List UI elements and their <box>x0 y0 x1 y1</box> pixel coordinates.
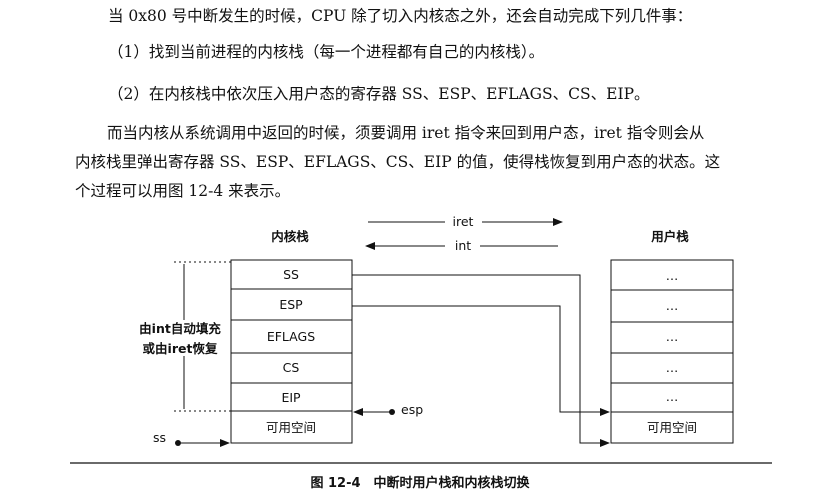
kernel-cell-esp: ESP <box>279 297 303 312</box>
user-cell-4: … <box>666 360 679 375</box>
esp-connector <box>352 305 610 416</box>
user-cell-1: … <box>666 268 679 283</box>
list-item-2: （2）在内核栈中依次压入用户态的寄存器 SS、ESP、EFLAGS、CS、EIP… <box>108 85 650 103</box>
user-cell-5: … <box>666 389 679 404</box>
iret-arrow: iret <box>368 214 563 229</box>
kernel-cell-eip: EIP <box>281 390 301 405</box>
ss-connector <box>352 274 610 447</box>
paragraph-iret-line-1: 而当内核从系统调用中返回的时候，须要调用 iret 指令来回到用户态，iret … <box>107 124 705 142</box>
kernel-cell-eflags: EFLAGS <box>267 329 315 344</box>
ss-label: ss <box>153 430 166 445</box>
ss-pointer: ss <box>153 430 230 447</box>
paragraph-iret-line-2: 内核栈里弹出寄存器 SS、ESP、EFLAGS、CS、EIP 的值，使得栈恢复到… <box>75 153 721 171</box>
figure-caption: 图 12-4 中断时用户栈和内核栈切换 <box>310 476 530 491</box>
user-cell-3: … <box>666 329 679 344</box>
esp-label: esp <box>401 402 423 417</box>
user-cell-free: 可用空间 <box>647 420 697 435</box>
brace: 由int自动填充 或由iret恢复 <box>139 261 231 412</box>
user-stack: … … … … … 可用空间 <box>610 259 734 444</box>
kernel-cell-free: 可用空间 <box>266 420 316 435</box>
user-stack-title: 用户栈 <box>650 229 689 244</box>
kernel-stack: SS ESP EFLAGS CS EIP 可用空间 <box>230 259 353 444</box>
esp-pointer: esp <box>353 402 423 417</box>
int-label: int <box>455 238 471 253</box>
paragraph-iret-line-3: 个过程可以用图 12-4 来表示。 <box>75 182 291 200</box>
paragraph-iret: 而当内核从系统调用中返回的时候，须要调用 iret 指令来回到用户态，iret … <box>75 119 815 206</box>
brace-label-line-1: 由int自动填充 <box>139 321 221 336</box>
list-item-1: （1）找到当前进程的内核栈（每一个进程都有自己的内核栈）。 <box>108 43 545 61</box>
kernel-cell-cs: CS <box>283 360 300 375</box>
brace-label-line-2: 或由iret恢复 <box>143 341 218 356</box>
kernel-stack-title: 内核栈 <box>271 229 309 244</box>
user-cell-2: … <box>666 298 679 313</box>
kernel-cell-ss: SS <box>283 267 299 282</box>
int-arrow: int <box>365 238 558 253</box>
paragraph-interrupt-intro: 当 0x80 号中断发生的时候，CPU 除了切入内核态之外，还会自动完成下列几件… <box>108 7 693 25</box>
iret-label: iret <box>453 214 474 229</box>
